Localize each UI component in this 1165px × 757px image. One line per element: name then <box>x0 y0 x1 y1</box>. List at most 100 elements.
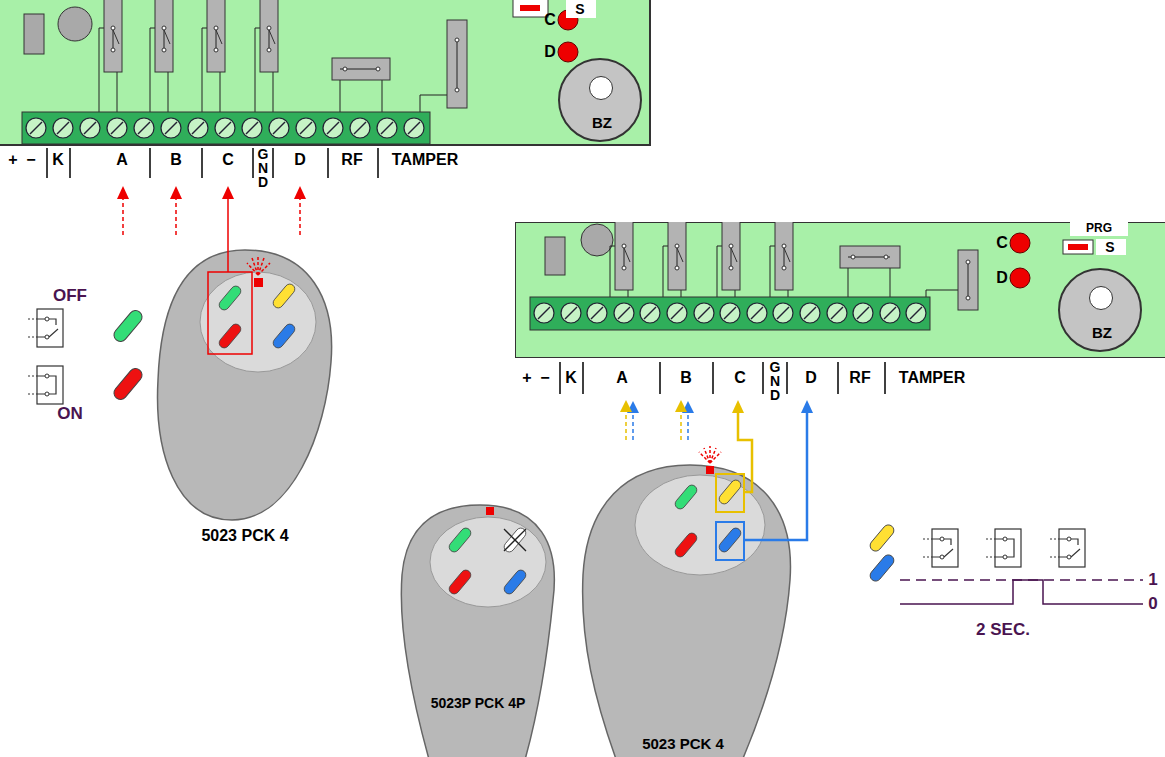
relay-arrows <box>738 412 752 492</box>
control-board <box>853 303 873 323</box>
led-label: C <box>544 11 556 29</box>
control-board <box>404 118 424 138</box>
terminal-separators <box>327 148 329 178</box>
terminal-label: GND <box>256 147 270 189</box>
remote-buttons <box>673 531 699 559</box>
state-label: ON <box>57 404 83 424</box>
control-board <box>513 0 548 17</box>
control-board <box>884 255 888 259</box>
control-board <box>1063 240 1093 254</box>
control-board <box>0 0 650 145</box>
switch-label: PRG <box>1086 222 1112 236</box>
remote-buttons <box>258 258 264 275</box>
level-label: 0 <box>1148 594 1157 614</box>
relay-arrows <box>625 411 627 440</box>
control-board <box>323 118 343 138</box>
terminal-label: A <box>616 369 628 387</box>
terminal-label: D <box>805 369 817 387</box>
switch-legend <box>111 308 144 344</box>
terminal-label: GND <box>768 360 782 402</box>
remote-buttons <box>704 448 710 463</box>
control-board <box>455 38 459 42</box>
remote-face <box>200 272 316 372</box>
terminal-label: RF <box>341 151 362 169</box>
relay-arrows <box>732 400 744 413</box>
remote-buttons <box>504 529 526 551</box>
terminal-label: − <box>26 151 35 169</box>
control-board <box>966 260 970 264</box>
remote-buttons <box>258 263 270 275</box>
relay-arrows <box>117 186 306 199</box>
remote-buttons <box>447 507 528 596</box>
switch-legend <box>28 308 145 404</box>
control-board <box>1010 233 1030 253</box>
control-board <box>107 118 127 138</box>
led-label: D <box>996 269 1008 287</box>
terminal-label: + <box>522 369 531 387</box>
control-board <box>242 118 262 138</box>
remote-buttons <box>716 474 744 512</box>
terminal-separators <box>252 148 254 178</box>
control-board <box>840 246 900 268</box>
terminal-separators <box>46 148 48 178</box>
control-board <box>773 303 793 323</box>
remote-buttons <box>217 284 243 312</box>
control-board <box>581 224 613 256</box>
control-board <box>614 303 634 323</box>
pulse-legend <box>986 529 1021 567</box>
control-board <box>515 222 1165 358</box>
remote-body <box>158 250 332 520</box>
control-board <box>447 20 467 108</box>
control-board <box>332 58 390 80</box>
relay-arrows <box>675 400 687 412</box>
remote-buttons <box>717 526 743 554</box>
control-board <box>376 67 380 71</box>
pulse-legend <box>900 580 1143 604</box>
control-board <box>134 118 154 138</box>
terminal-separators <box>786 362 788 394</box>
relay-arrows <box>632 412 634 440</box>
terminal-separators <box>762 362 764 394</box>
switch-legend <box>28 309 63 347</box>
duration-label: 2 SEC. <box>976 620 1030 640</box>
control-board <box>968 262 969 298</box>
control-board <box>1068 244 1088 250</box>
terminal-label: B <box>170 151 182 169</box>
terminal-label: RF <box>849 369 870 387</box>
terminal-separators <box>560 362 885 394</box>
control-board <box>530 297 930 330</box>
remote-buttons <box>717 478 743 506</box>
remote-buttons <box>716 522 744 560</box>
remote-buttons <box>447 568 473 596</box>
remote-body <box>401 505 554 757</box>
control-board <box>566 0 596 18</box>
terminal-separators <box>201 148 203 178</box>
relay-arrows <box>170 186 182 199</box>
control-board <box>520 5 540 11</box>
remote-buttons <box>486 507 494 515</box>
control-board <box>1010 268 1030 288</box>
relay-arrows <box>123 198 300 272</box>
terminal-label: TAMPER <box>899 369 965 387</box>
level-label: 1 <box>1148 570 1157 590</box>
remote-buttons <box>673 483 699 511</box>
led-label: C <box>996 234 1008 252</box>
remote-outline <box>395 500 560 757</box>
terminal-separators <box>884 362 886 394</box>
control-board <box>1096 239 1126 255</box>
switch-label: S <box>575 1 584 17</box>
control-board <box>343 67 347 71</box>
terminal-separators <box>69 148 71 178</box>
pulse-legend <box>868 523 1143 604</box>
remote-buttons <box>271 322 297 350</box>
relay-arrows <box>294 186 306 199</box>
remote-face <box>430 517 546 607</box>
relay-arrows <box>626 411 688 440</box>
terminal-separators <box>149 148 151 178</box>
control-board <box>667 303 687 323</box>
control-board <box>515 222 1165 358</box>
control-board <box>558 42 578 62</box>
buzzer-circle: BZ <box>1058 268 1142 352</box>
control-board <box>150 0 173 112</box>
